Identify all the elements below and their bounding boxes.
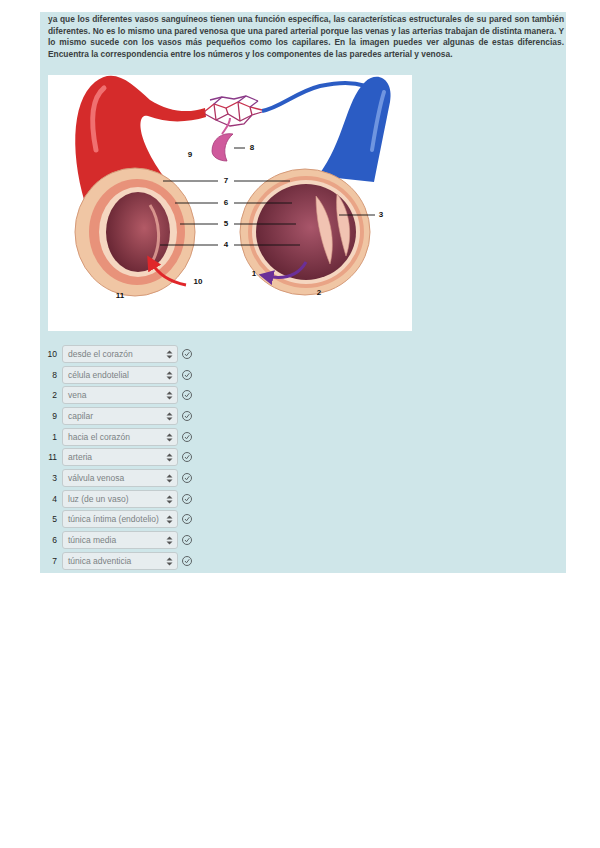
dropdown-value: desde el corazón <box>63 346 177 362</box>
dropdown-value: túnica adventicia <box>63 553 177 569</box>
callout-number: 4 <box>224 240 228 250</box>
item-number: 8 <box>39 366 57 384</box>
dropdown-arrow <box>166 412 173 421</box>
callout-number: 3 <box>379 210 383 220</box>
check-icon <box>183 515 192 524</box>
callout-number: 6 <box>224 198 228 208</box>
callout-number: 8 <box>250 143 254 153</box>
dropdown-value: vena <box>63 387 177 403</box>
item-number: 11 <box>39 448 57 466</box>
check-icon <box>183 433 192 442</box>
leader-line <box>234 148 245 149</box>
check-icon <box>183 371 192 380</box>
dropdown-box: hacia el corazón <box>62 428 178 446</box>
item-number: 9 <box>39 407 57 425</box>
leader-lines <box>160 181 375 245</box>
vein-tube <box>318 77 391 182</box>
dropdown-arrow <box>166 474 173 483</box>
capillary-stem <box>222 118 230 134</box>
instruction-text: ya que los diferentes vasos sanguíneos t… <box>48 14 564 60</box>
dropdown-value: válvula venosa <box>63 470 177 486</box>
dropdown-box: túnica íntima (endotelio) <box>62 510 178 528</box>
image-frame <box>48 75 412 331</box>
check-icon <box>183 557 192 566</box>
check-icon <box>183 495 192 504</box>
dropdown-value: hacia el corazón <box>63 429 177 445</box>
endothelial-cell <box>212 134 233 161</box>
dropdown-arrow <box>166 557 173 566</box>
callout-number: 11 <box>116 291 124 301</box>
dropdown-arrow <box>166 495 173 504</box>
dropdown-box: arteria <box>62 448 178 466</box>
dropdown-box: túnica media <box>62 531 178 549</box>
dropdown-value: arteria <box>63 449 177 465</box>
vein-section <box>240 169 370 295</box>
item-number: 3 <box>39 469 57 487</box>
callout-number: 5 <box>224 219 228 229</box>
check-icon <box>183 350 192 359</box>
artery-section <box>75 168 195 296</box>
dropdown-arrow <box>166 371 173 380</box>
capillary-net <box>204 96 262 126</box>
check-icon <box>183 453 192 462</box>
dropdown-value: luz (de un vaso) <box>63 491 177 507</box>
dropdown-value: túnica íntima (endotelio) <box>63 511 177 527</box>
panel <box>40 12 566 573</box>
item-number: 7 <box>39 552 57 570</box>
item-number: 6 <box>39 531 57 549</box>
check-icon <box>183 412 192 421</box>
dropdown-arrow <box>166 350 173 359</box>
callout-number: 10 <box>194 277 203 287</box>
check-icons <box>183 350 192 566</box>
flow-arrow <box>266 262 306 277</box>
callout-number: 9 <box>188 150 192 160</box>
dropdown-box: túnica adventicia <box>62 552 178 570</box>
item-number: 1 <box>39 428 57 446</box>
dropdown-value: célula endotelial <box>63 367 177 383</box>
dropdown-box: célula endotelial <box>62 366 178 384</box>
item-number: 2 <box>39 386 57 404</box>
check-icon <box>183 391 192 400</box>
dropdown-box: válvula venosa <box>62 469 178 487</box>
flow-arrow <box>151 262 186 285</box>
dropdown-box: vena <box>62 386 178 404</box>
artery-highlight <box>93 88 104 150</box>
callout-number: 1 <box>252 269 256 279</box>
dropdown-box: luz (de un vaso) <box>62 490 178 508</box>
callout-number: 2 <box>317 288 321 298</box>
vein-highlight <box>372 92 384 150</box>
check-icon <box>183 536 192 545</box>
callout-number: 7 <box>224 176 228 186</box>
dropdown-arrow <box>166 391 173 400</box>
check-icon <box>183 474 192 483</box>
item-number: 5 <box>39 510 57 528</box>
item-number: 10 <box>39 345 57 363</box>
dropdown-box: desde el corazón <box>62 345 178 363</box>
dropdown-box: capilar <box>62 407 178 425</box>
dropdown-arrow <box>166 536 173 545</box>
dropdown-value: capilar <box>63 408 177 424</box>
dropdown-arrow <box>166 433 173 442</box>
item-number: 4 <box>39 490 57 508</box>
dropdown-value: túnica media <box>63 532 177 548</box>
dropdown-arrow <box>166 453 173 462</box>
dropdown-arrow <box>166 515 173 524</box>
